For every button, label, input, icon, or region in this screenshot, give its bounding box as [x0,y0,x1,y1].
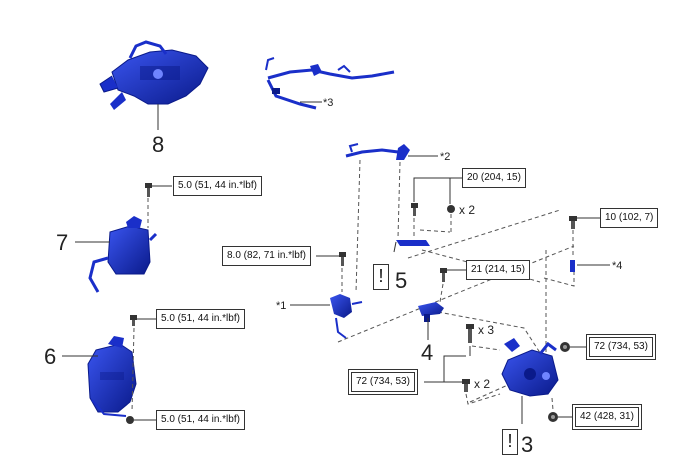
callout-star3: *3 [323,97,333,109]
callout-star2: *2 [440,151,450,163]
callout-5: 5 [395,268,407,293]
dash-diag-4 [437,311,547,363]
torque-6-top: 5.0 (51, 44 in.*lbf) [156,309,245,329]
callout-star4: *4 [612,260,622,272]
part-star1-bracket [330,294,363,339]
part-5-clip [393,240,430,253]
qty-x2-top: x 2 [459,203,475,217]
warning-5: ! [373,264,389,290]
torque-hose: 8.0 (82, 71 in.*lbf) [222,246,311,266]
part-7-tank [88,216,158,293]
warning-3: ! [502,429,518,455]
nut-42 [548,412,558,422]
callout-6: 6 [44,344,56,369]
bolt-21 [440,268,447,282]
torque-42: 42 (428, 31) [572,404,642,430]
nut-20-b [447,205,455,213]
callout-3: 3 [521,432,533,457]
dash-star2-b [397,161,401,239]
bolt-7 [145,183,152,197]
bolt-6-top [130,315,137,326]
bolt-6-bottom [126,416,134,424]
bolt-hose [339,252,346,266]
part-8-manifold [99,40,209,110]
bolt-x3 [466,324,474,343]
part-6-tank [87,336,137,417]
part-star4-clip [570,260,575,272]
qty-x3: x 3 [478,323,494,337]
torque-6-bottom: 5.0 (51, 44 in.*lbf) [156,410,245,430]
part-star3-hose [265,57,395,110]
torque-20: 20 (204, 15) [462,168,526,188]
qty-x2-bottom: x 2 [474,377,490,391]
dash-diag-2 [407,209,561,259]
callout-7: 7 [56,230,68,255]
torque-7: 5.0 (51, 44 in.*lbf) [173,176,262,196]
bolt-10 [569,216,577,229]
bolt-x2-bottom [462,379,470,392]
callout-8: 8 [152,132,164,157]
torque-72-right: 72 (734, 53) [586,334,656,360]
callout-4: 4 [421,340,433,365]
nut-72-right [560,342,570,352]
part-4-bracket [418,302,444,322]
callout-star1: *1 [276,300,286,312]
dash-star2-a [355,159,361,293]
dash-diag-1 [337,245,575,343]
bolt-20-a [411,203,418,216]
torque-72-left: 72 (734, 53) [348,369,418,395]
part-3-pump [501,338,559,397]
torque-21: 21 (214, 15) [466,260,530,280]
part-star2-hose [345,143,410,160]
torque-10: 10 (102, 7) [600,208,659,228]
